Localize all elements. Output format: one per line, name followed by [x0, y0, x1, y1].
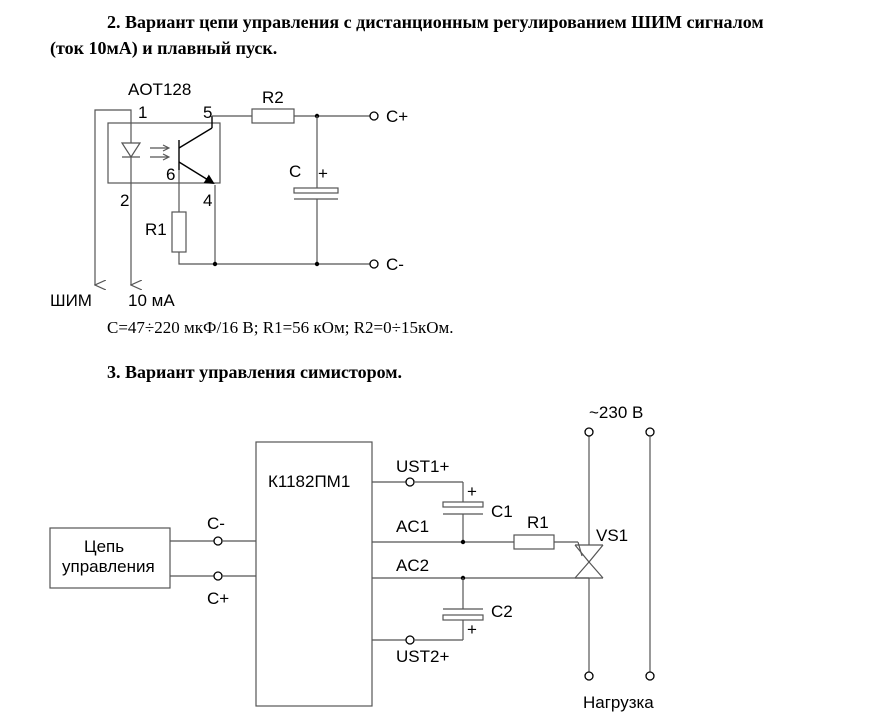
section3-heading: 3. Вариант управления симистором.	[107, 362, 403, 382]
section2-schematic: AOT128 1 5 6 2 4	[50, 80, 408, 310]
section3-schematic: Цепь управления К1182ПМ1 C- C+ UST1+ + C…	[49, 403, 655, 712]
load-terminal-left	[584, 671, 594, 681]
pin5-label: 5	[203, 103, 212, 122]
section2-heading-line2: (ток 10мА) и плавный пуск.	[50, 38, 278, 58]
optocoupler-label: AOT128	[128, 80, 191, 99]
capacitor-c-label: C	[289, 162, 301, 181]
c1-label: C1	[491, 502, 513, 521]
c2-plus: +	[467, 620, 477, 639]
r1-resistor	[171, 211, 187, 253]
r2-label: R2	[262, 88, 284, 107]
load-label: Нагрузка	[583, 693, 654, 712]
capacitor-c2	[442, 614, 484, 621]
ic-k1182pm1	[255, 441, 373, 707]
ic-label: К1182ПМ1	[268, 472, 350, 491]
pwm-label: ШИМ	[50, 291, 92, 310]
capacitor-c-plus: +	[318, 164, 328, 183]
c2-label: C2	[491, 602, 513, 621]
phototransistor	[178, 116, 215, 185]
light-arrows	[150, 144, 171, 161]
pin1-label: 1	[138, 103, 147, 122]
supply-terminal-left	[584, 427, 594, 437]
pin6-label: 6	[166, 165, 175, 184]
ust2-label: UST2+	[396, 647, 449, 666]
input-wires	[95, 109, 131, 285]
led-diode	[120, 123, 142, 183]
section2-heading-line1: 2. Вариант цепи управления с дистанционн…	[107, 12, 764, 32]
control-block	[49, 527, 171, 589]
c-minus-terminal	[369, 259, 379, 269]
vs1-label: VS1	[596, 526, 628, 545]
section2-components-note: С=47÷220 мкФ/16 В; R1=56 кОм; R2=0÷15кОм…	[107, 318, 454, 337]
control-block-line2: управления	[62, 557, 155, 576]
c-plus-terminal-label: С+	[386, 107, 408, 126]
c1-plus: +	[467, 482, 477, 501]
c-minus-terminal-label: С-	[386, 255, 404, 274]
c-minus-label: C-	[207, 514, 225, 533]
supply-label: ~230 В	[589, 403, 643, 422]
triac-vs1	[574, 436, 604, 672]
ac2-label: AC2	[396, 556, 429, 575]
control-block-line1: Цепь	[84, 537, 124, 556]
optocoupler-body	[107, 122, 221, 184]
current-label: 10 мА	[128, 291, 175, 310]
pin2-label: 2	[120, 191, 129, 210]
load-terminal-right	[645, 671, 655, 681]
pin4-label: 4	[203, 191, 212, 210]
capacitor-c	[293, 187, 339, 194]
c-plus-label: C+	[207, 589, 229, 608]
r1-label-s3: R1	[527, 513, 549, 532]
r1-label: R1	[145, 220, 167, 239]
r2-resistor	[251, 108, 295, 124]
capacitor-c1	[442, 501, 484, 508]
r1-resistor-s3	[513, 534, 555, 550]
c-plus-terminal	[369, 111, 379, 121]
ac1-label: AC1	[396, 517, 429, 536]
ust1-label: UST1+	[396, 457, 449, 476]
supply-terminal-right	[645, 427, 655, 437]
